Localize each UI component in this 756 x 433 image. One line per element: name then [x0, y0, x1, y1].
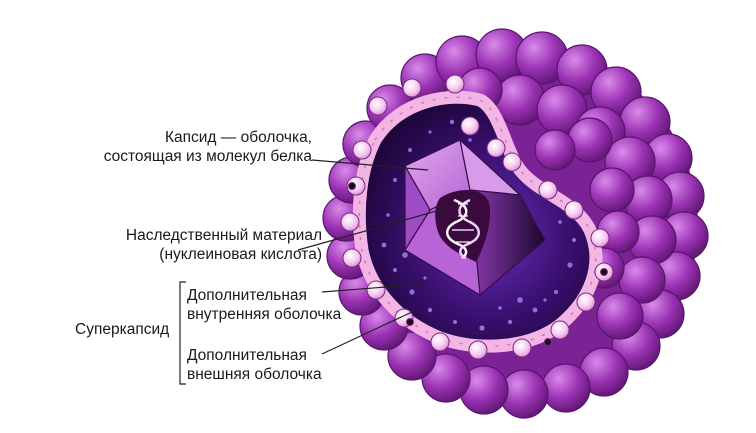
outer-envelope-label: Дополнительная внешняя оболочка	[187, 346, 322, 384]
inner-label-line-1: Дополнительная	[187, 286, 341, 305]
outer-label-line-1: Дополнительная	[187, 346, 322, 365]
supercapsid-bracket	[180, 282, 186, 384]
supercapsid-label: Суперкапсид	[75, 320, 169, 339]
inner-envelope-label: Дополнительная внутренняя оболочка	[187, 286, 341, 324]
inner-label-line-2: внутренняя оболочка	[187, 305, 341, 324]
capsid-label: Капсид — оболочка, состоящая из молекул …	[80, 128, 312, 166]
capsid-label-line-1: Капсид — оболочка,	[80, 128, 312, 147]
genetic-label-line-1: Наследственный материал	[90, 226, 322, 245]
genetic-material-label: Наследственный материал (нуклеиновая кис…	[90, 226, 322, 264]
capsid-label-line-2: состоящая из молекул белка	[80, 147, 312, 166]
outer-label-line-2: внешняя оболочка	[187, 365, 322, 384]
genetic-label-line-2: (нуклеиновая кислота)	[90, 245, 322, 264]
